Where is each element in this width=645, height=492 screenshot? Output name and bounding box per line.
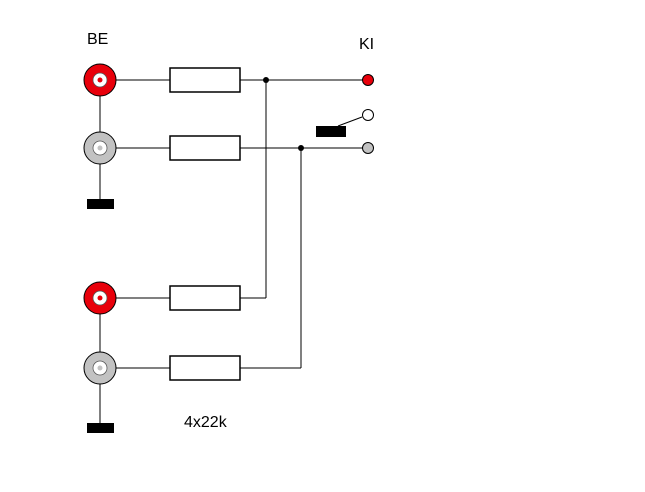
wire-output-white-to-ground [337,116,363,127]
output-pin-red [362,74,374,86]
resistor-1 [169,67,241,93]
junction-dot-red-bus [263,77,269,83]
input-connector-gray-2 [83,351,117,385]
rca-center-dot-gray-2 [97,365,103,371]
ground-symbol-output [316,126,346,137]
rca-center-dot-red-1 [97,77,103,83]
input-section-label: BE [87,31,108,48]
input-connector-gray-1 [83,131,117,165]
rca-center-dot-gray-1 [97,145,103,151]
input-connector-red-2 [83,281,117,315]
wires [99,79,363,423]
resistor-4 [169,355,241,381]
rca-center-dot-red-2 [97,295,103,301]
resistor-3 [169,285,241,311]
ground-symbol-top [87,199,114,209]
output-pin-white [362,109,374,121]
output-pin-gray [362,142,374,154]
resistor-2 [169,135,241,161]
output-section-label: KI [359,36,374,53]
resistor-value-label: 4x22k [184,414,228,431]
input-connector-red-1 [83,63,117,97]
ground-symbol-bottom [87,423,114,433]
junction-dot-gray-bus [298,145,304,151]
